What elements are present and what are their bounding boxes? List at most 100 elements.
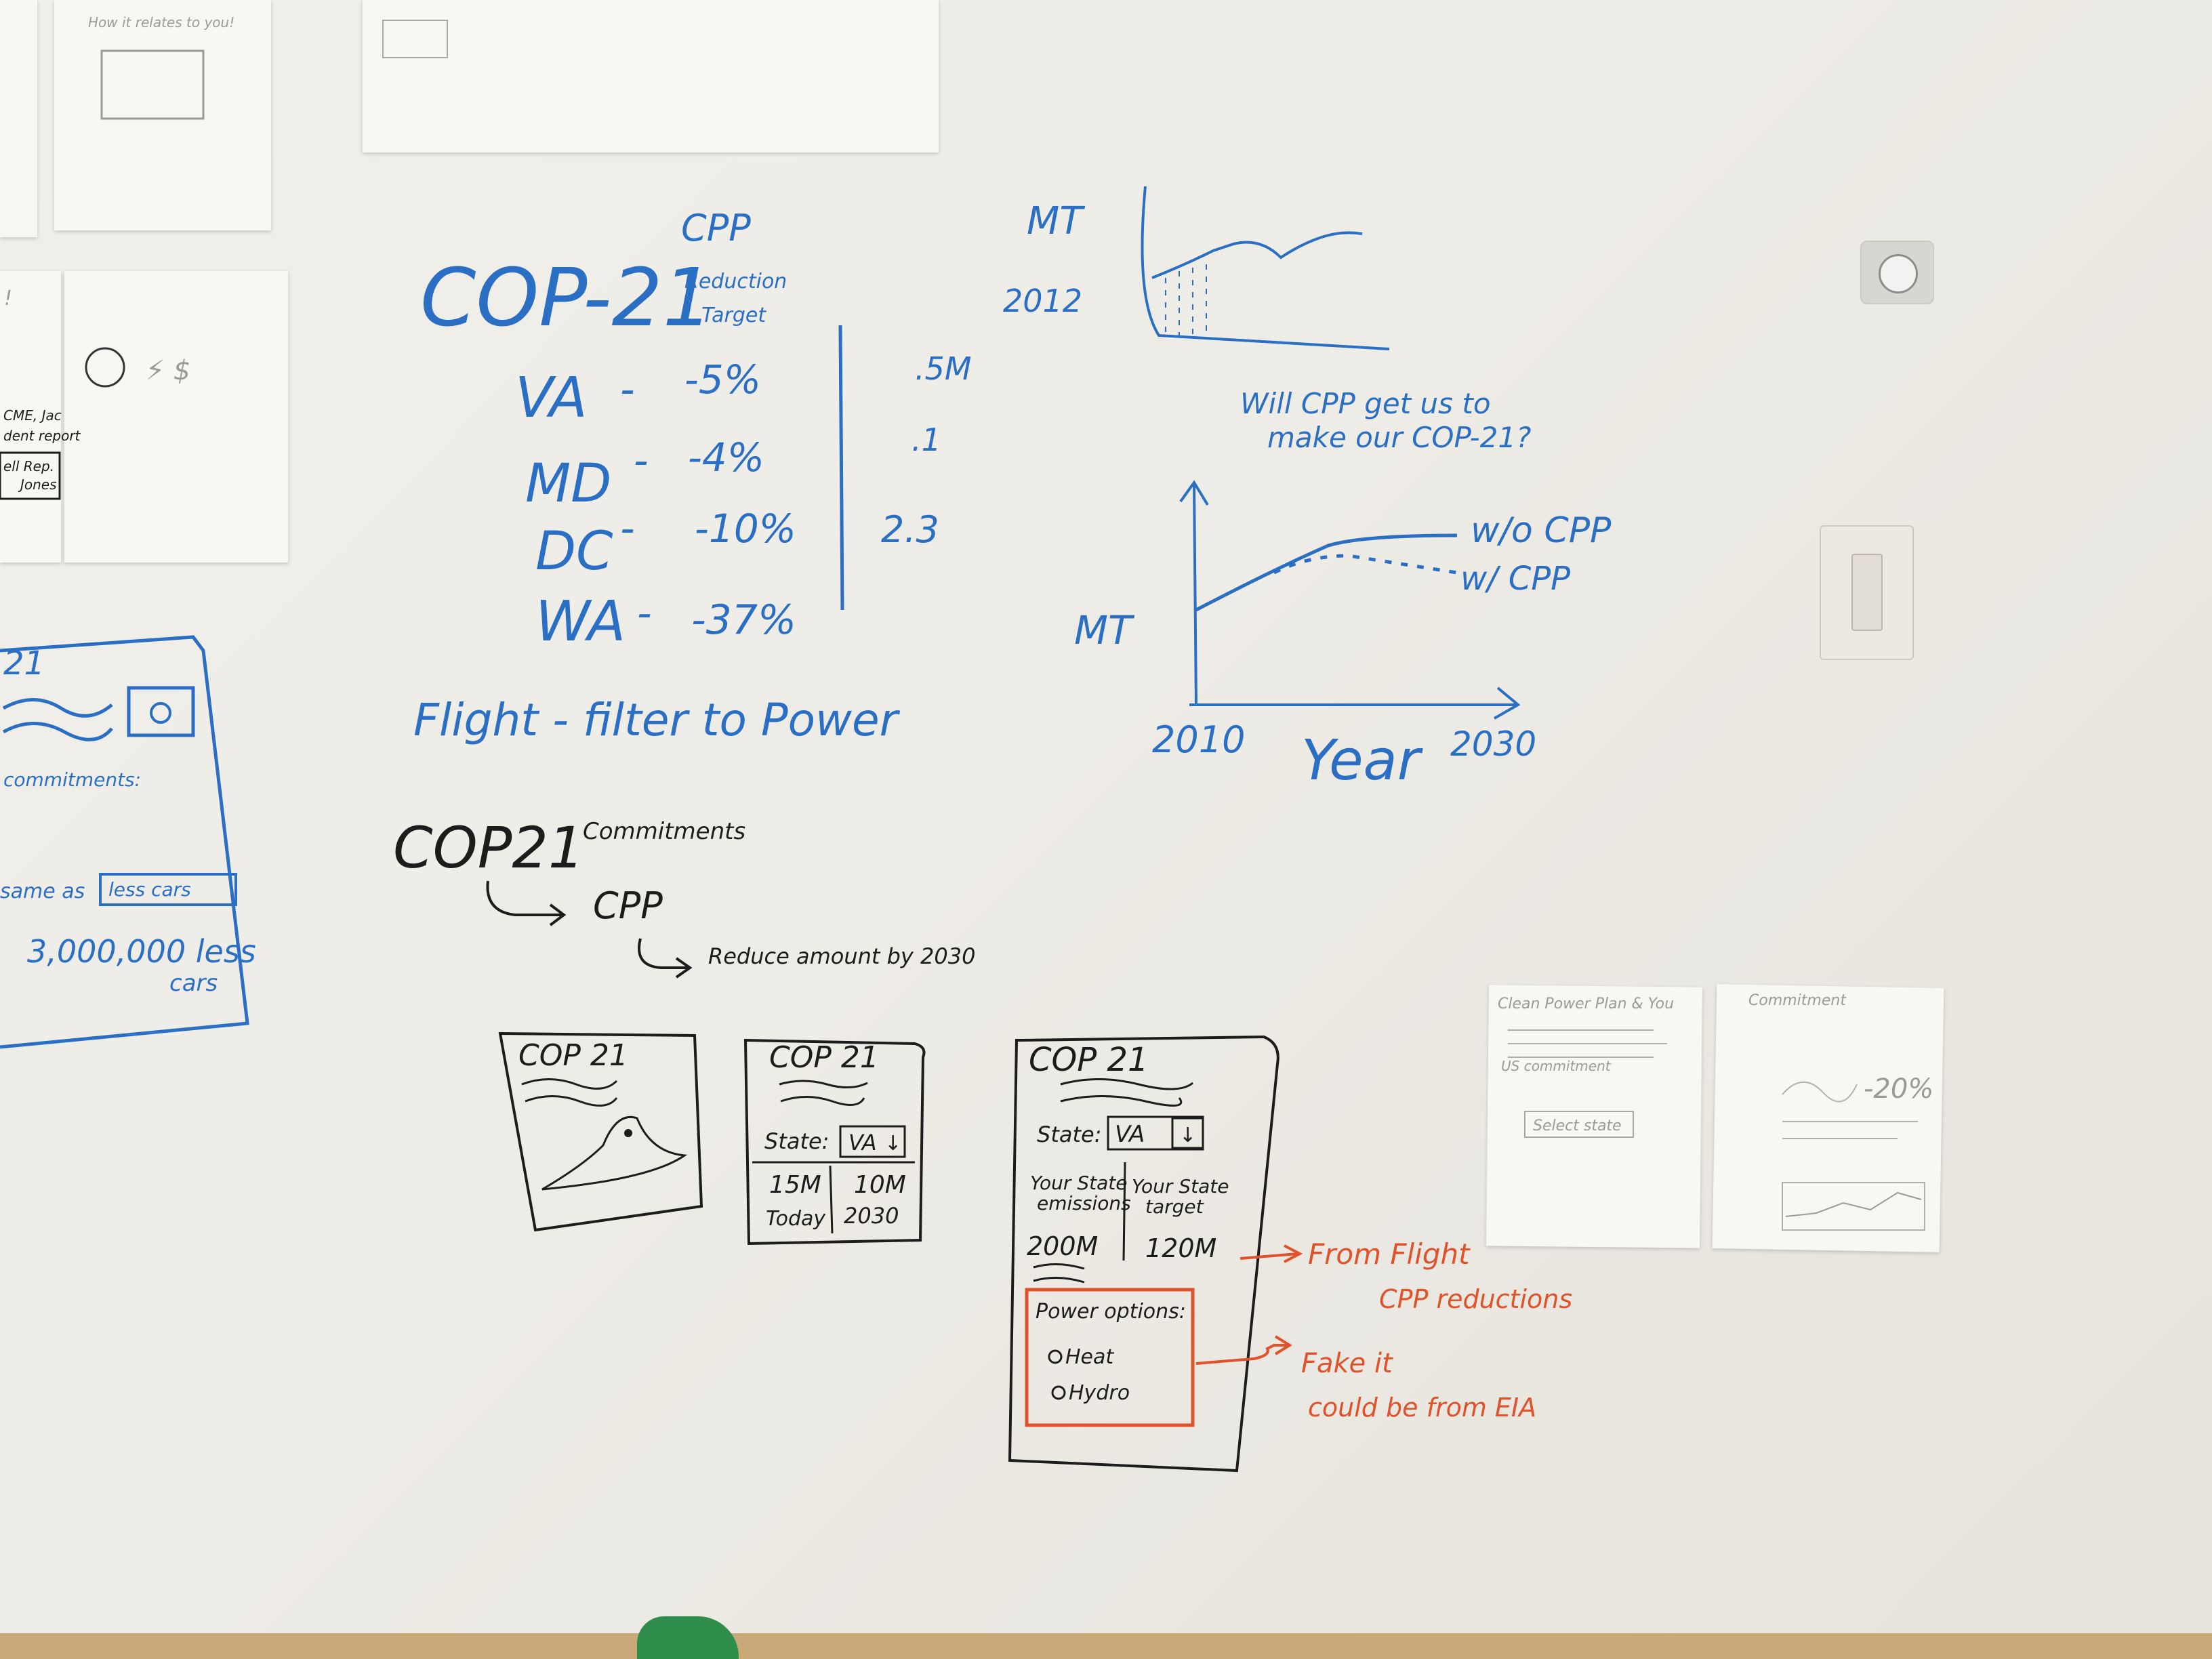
flow-bottom: Reduce amount by 2030 (708, 943, 975, 969)
table-row-state: VA (515, 366, 588, 430)
left-paper-note-2: dent report (3, 428, 81, 444)
left-sketch-number: 3,000,000 less (27, 933, 256, 970)
table-row-extra: .1 (912, 422, 941, 458)
floor-trim (0, 1633, 2212, 1659)
main-chart-ylabel: MT (1074, 607, 1135, 653)
green-cloth (637, 1616, 739, 1659)
paper-sheet-top-left (54, 0, 271, 230)
light-switch (1820, 525, 1914, 660)
table-heading-sub2: Target (701, 304, 766, 327)
orange-note-1-line-1: From Flight (1308, 1237, 1471, 1271)
sketch-3-title: COP 21 (1029, 1041, 1149, 1079)
sketch-3-state-label: State: (1037, 1122, 1101, 1147)
right-paper-2-chart-line (1785, 1191, 1922, 1217)
orange-note-1-line-2: CPP reductions (1379, 1284, 1572, 1314)
table-row-state: WA (535, 590, 626, 654)
flow-top-note: Commitments (583, 818, 745, 845)
paper-sheet-left-edge (0, 271, 61, 562)
flow-mid: CPP (593, 884, 663, 927)
chevron-down-icon: ↓ (1179, 1124, 1196, 1147)
left-paper-bolt-icon: ⚡ $ (146, 355, 190, 386)
right-paper-2-chart-box (1782, 1182, 1925, 1231)
map-icon (541, 1116, 688, 1191)
left-sketch-cars: cars (169, 970, 218, 997)
chevron-down-icon: ↓ (884, 1132, 901, 1155)
table-divider (838, 325, 844, 611)
orange-note-2-line-2: could be from EIA (1308, 1393, 1536, 1422)
sketch-2-state-label: State: (764, 1128, 829, 1154)
table-row-dash: - (620, 366, 635, 413)
sketch-3-frame (1008, 1035, 1279, 1473)
left-sketch-commitments: commitments: (3, 769, 141, 791)
sketch-2-lbl-2030: 2030 (844, 1203, 899, 1229)
power-options-title: Power options: (1036, 1300, 1186, 1324)
sketch-1-squiggle (521, 1078, 618, 1107)
sketch-2-title: COP 21 (769, 1040, 879, 1075)
left-paper-top-note: How it relates to you! (88, 14, 234, 30)
main-chart-x-end: 2030 (1450, 724, 1536, 764)
paper-sheet-left (64, 271, 288, 562)
play-icon (150, 702, 171, 724)
left-sketch-same-as: same as (0, 880, 85, 903)
paper-sheet-edge (0, 0, 37, 237)
top-paper-box (382, 20, 448, 58)
sketch-2-squiggle (779, 1080, 868, 1106)
table-row-extra: 2.3 (881, 508, 939, 551)
left-sketch-dropdown-label: less cars (108, 878, 191, 901)
main-chart-series-1 (1195, 533, 1458, 612)
table-row-extra: .5M (915, 350, 972, 387)
sketch-3-val1: 200M (1027, 1231, 1098, 1261)
left-paper-note-1: CME, Jac (3, 407, 62, 424)
left-sketch-title: 21 (3, 644, 45, 682)
dimmer-control-icon (1851, 554, 1883, 631)
table-row-dash: - (637, 590, 652, 637)
sketch-2-state-value: VA (848, 1130, 877, 1155)
right-paper-1-title: Clean Power Plan & You (1498, 996, 1674, 1012)
small-chart-axes (1141, 186, 1390, 350)
sketch-2-lbl-today: Today (766, 1207, 826, 1231)
left-sketch-frame (0, 635, 249, 1049)
sketch-3-col-divider (1122, 1162, 1126, 1261)
right-paper-1-button (1524, 1111, 1634, 1138)
sketch-2-val-2030: 10M (854, 1171, 906, 1199)
table-row-pct: -5% (684, 356, 761, 403)
question-line-2: make our COP-21? (1267, 421, 1531, 454)
flow-arrow-1 (486, 880, 567, 926)
main-chart-series-1-label: w/o CPP (1471, 510, 1612, 551)
sketch-3-squiggle-small (1033, 1263, 1085, 1284)
left-paper-sketch-box (100, 49, 205, 120)
sketch-3-state-value: VA (1115, 1121, 1145, 1148)
table-row-dash: - (634, 437, 649, 485)
sketch-3-col2-line2: target (1145, 1195, 1204, 1218)
left-sketch-video-box (127, 686, 195, 737)
power-option-2: Hydro (1069, 1381, 1130, 1405)
table-heading-cop21: COP-21 (420, 251, 714, 344)
sketch-3-val2: 120M (1145, 1233, 1216, 1263)
table-heading-cpp: CPP (681, 207, 751, 249)
sketch-3-col1-line1: Your State (1030, 1172, 1127, 1194)
power-option-1: Heat (1065, 1345, 1114, 1369)
left-paper-note-4: Jones (18, 476, 57, 493)
left-paper-box (0, 451, 61, 500)
table-row-pct: -4% (688, 434, 764, 480)
sketch-3-col1-line2: emissions (1037, 1192, 1131, 1214)
small-chart-line (1151, 231, 1363, 279)
flow-arrow-2 (638, 938, 693, 979)
orange-note-2-line-1: Fake it (1301, 1348, 1393, 1379)
sketch-2-col-divider (829, 1165, 834, 1234)
question-line-1: Will CPP get us to (1240, 387, 1491, 420)
small-chart-xlabel: 2012 (1003, 283, 1082, 319)
left-sketch-dropdown (99, 873, 237, 906)
sketch-2-val-today: 15M (769, 1171, 821, 1199)
main-chart-series-2-label: w/ CPP (1460, 560, 1570, 598)
thermostat-dial-icon (1879, 254, 1918, 293)
sketch-3-col2-line1: Your State (1132, 1175, 1229, 1197)
orange-arrow-2 (1195, 1335, 1292, 1365)
sketch-2-frame (743, 1038, 926, 1246)
sketch-2-state-dropdown (839, 1125, 906, 1158)
flight-note: Flight - filter to Power (413, 694, 901, 746)
left-paper-note-3: ell Rep. (3, 458, 54, 474)
left-sketch-squiggle (2, 698, 113, 741)
sketch-3-squiggle (1060, 1078, 1193, 1107)
